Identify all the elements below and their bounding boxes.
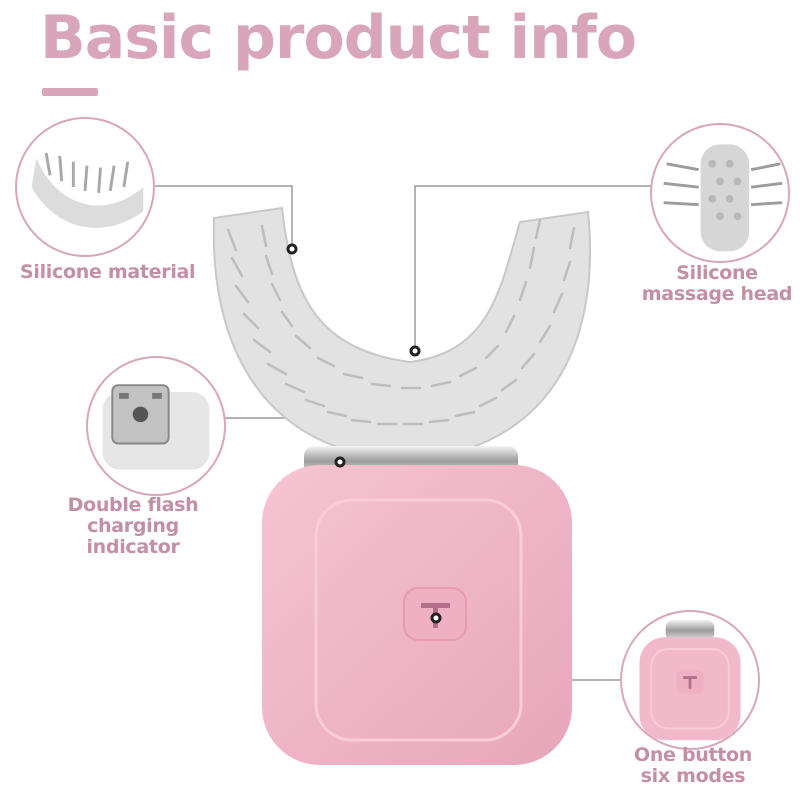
label-massage-head: Silicone massage head <box>641 262 793 305</box>
callout-one-button <box>620 610 760 750</box>
label-silicone-material: Silicone material <box>20 261 196 283</box>
title-underline <box>42 88 98 96</box>
silicone-mouthpiece <box>212 206 592 456</box>
callout-silicone-material <box>15 117 155 257</box>
handle-panel <box>314 498 523 742</box>
callout-massage-head <box>650 123 790 263</box>
callout-charging-indicator <box>86 356 226 496</box>
label-charging-indicator: Double flash charging indicator <box>67 494 199 558</box>
label-one-button: One button six modes <box>633 744 753 787</box>
page-title: Basic product info <box>40 3 637 73</box>
